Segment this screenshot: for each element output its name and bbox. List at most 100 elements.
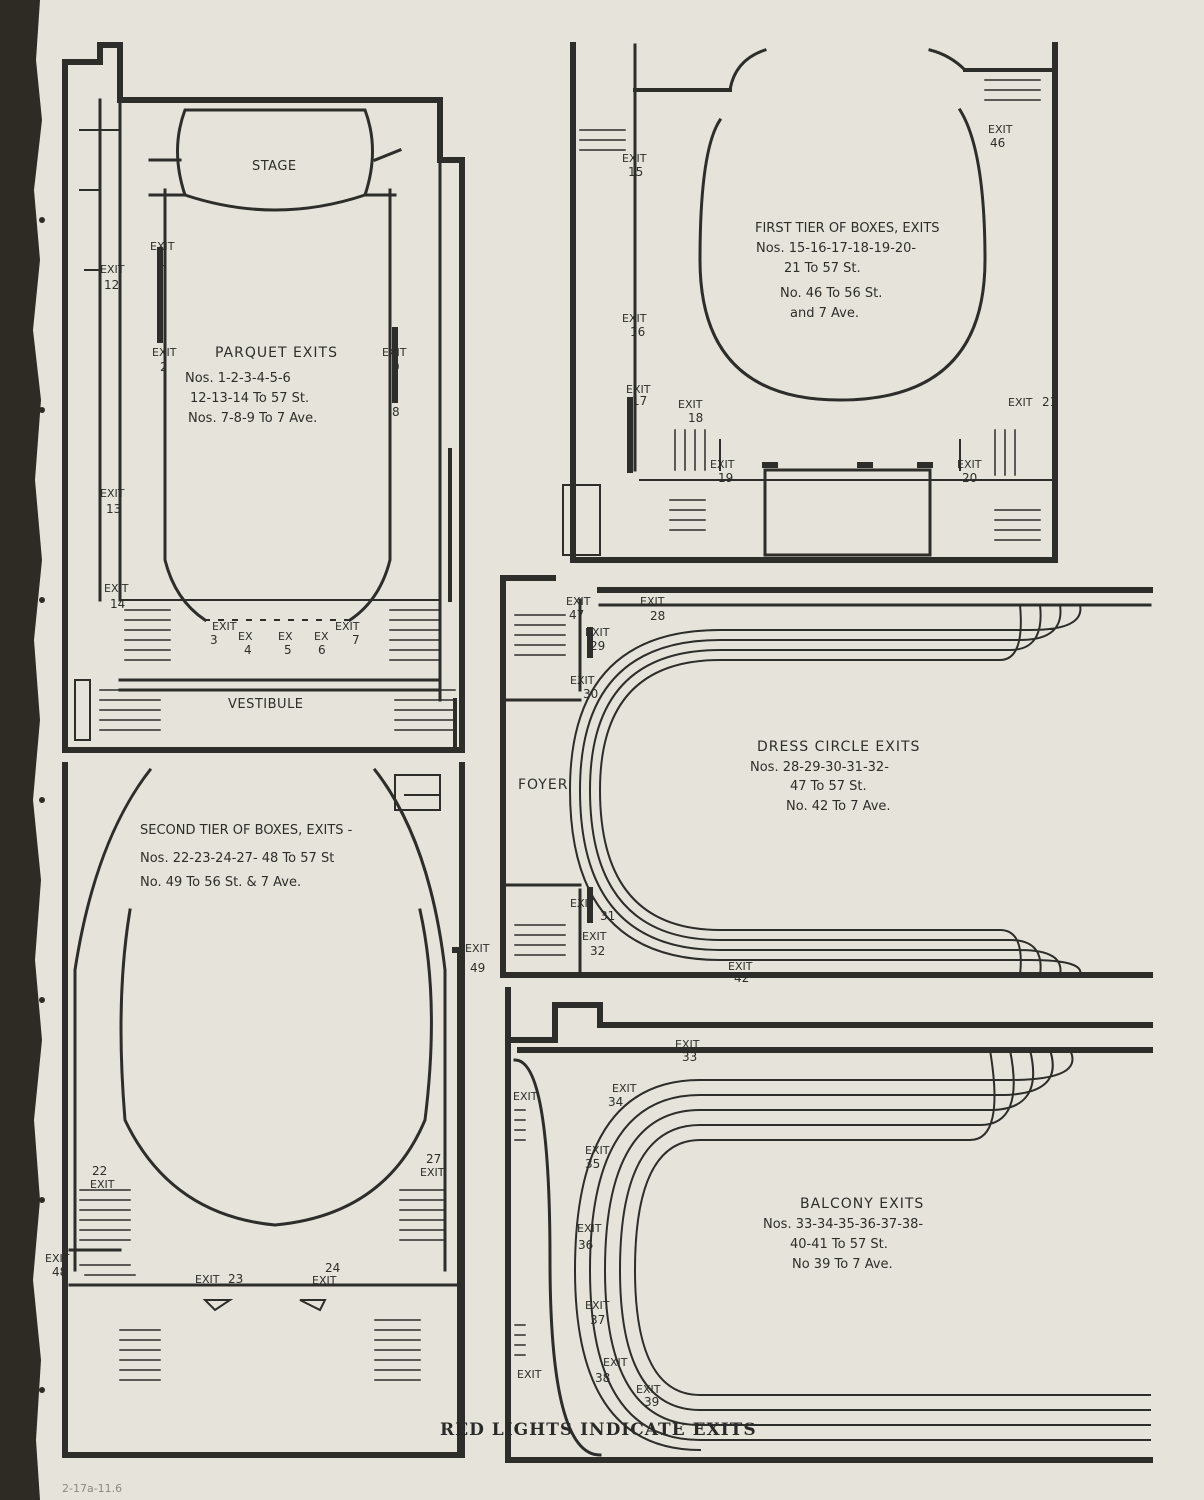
exit-word: EXIT — [582, 930, 607, 943]
binding-holes — [39, 217, 45, 1393]
exit-32: 32 — [590, 944, 605, 958]
exit-word: EXIT — [988, 123, 1013, 136]
dress-circle-rows — [568, 603, 1082, 977]
parquet-line-3: Nos. 7-8-9 To 7 Ave. — [188, 411, 317, 426]
exit-31: 31 — [600, 909, 615, 923]
exit-27: 27 — [426, 1152, 441, 1166]
exit-word: EXIT — [678, 398, 703, 411]
exit-7: 7 — [352, 633, 360, 647]
exit-word: EXIT — [212, 620, 237, 633]
exit-19: 19 — [718, 471, 733, 485]
balcony-labels: BALCONY EXITS Nos. 33-34-35-36-37-38- 40… — [513, 1038, 924, 1409]
parquet-line-1: Nos. 1-2-3-4-5-6 — [185, 371, 291, 386]
exit-word: EXIT — [585, 1144, 610, 1157]
exit-word: EXIT — [100, 263, 125, 276]
exit-word: EXIT — [710, 458, 735, 471]
exit-15: 15 — [628, 165, 643, 179]
exit-47: 47 — [569, 608, 584, 622]
parquet-plan — [62, 42, 465, 753]
stair-hatching — [514, 614, 566, 956]
balcony-line-4: No 39 To 7 Ave. — [792, 1257, 893, 1272]
second-tier-horseshoe — [119, 908, 433, 1227]
exit-17: 17 — [632, 394, 647, 408]
second-tier-plan — [62, 762, 465, 1458]
exit-18: 18 — [688, 411, 703, 425]
dress-circle-line-4: No. 42 To 7 Ave. — [786, 799, 891, 814]
exit-48: 48 — [52, 1265, 67, 1279]
exit-30: 30 — [583, 687, 598, 701]
stair-hatching — [579, 69, 1041, 541]
exit-8: 8 — [392, 405, 400, 419]
exit-3: 3 — [210, 633, 218, 647]
second-tier-line-2: Nos. 22-23-24-27- 48 To 57 St — [140, 851, 334, 866]
archive-note: 2-17a-11.6 — [62, 1482, 122, 1495]
exit-35: 35 — [585, 1157, 600, 1171]
exit-46: 46 — [990, 136, 1005, 150]
exit-word: EXIT — [104, 582, 129, 595]
first-tier-line-1: FIRST TIER OF BOXES, EXITS — [755, 221, 940, 236]
exit-word: EXIT — [100, 487, 125, 500]
balcony-line-2: Nos. 33-34-35-36-37-38- — [763, 1217, 923, 1232]
exit-word: EXIT — [570, 674, 595, 687]
exit-word: EXIT — [1008, 396, 1033, 409]
exit-word: EXIT — [603, 1356, 628, 1369]
exit-24: 24 — [325, 1261, 340, 1275]
exit-42: 42 — [734, 971, 749, 985]
exit-word: EXIT — [622, 152, 647, 165]
ex-word: EX — [278, 630, 293, 643]
first-tier-line-3: 21 To 57 St. — [784, 261, 861, 276]
exit-49: 49 — [470, 961, 485, 975]
exit-word: EXIT — [612, 1082, 637, 1095]
exit-word: EXIT — [640, 595, 665, 608]
exit-16: 16 — [630, 325, 645, 339]
first-tier-line-5: and 7 Ave. — [790, 306, 859, 321]
exit-38: 38 — [595, 1371, 610, 1385]
stair-hatching — [514, 1109, 526, 1356]
stage-label: STAGE — [252, 159, 297, 174]
exit-word: EXIT — [626, 383, 651, 396]
dress-circle-line-2: Nos. 28-29-30-31-32- — [750, 760, 889, 775]
exit-word: EXIT — [585, 626, 610, 639]
stage-outline — [176, 108, 374, 212]
exit-word: EXIT — [195, 1273, 220, 1286]
first-tier-horseshoe — [698, 107, 987, 402]
first-tier-line-2: Nos. 15-16-17-18-19-20- — [756, 241, 916, 256]
balcony-line-1: BALCONY EXITS — [800, 1196, 924, 1212]
exit-23: 23 — [228, 1272, 243, 1286]
exit-2: 2 — [160, 360, 168, 374]
balcony-line-3: 40-41 To 57 St. — [790, 1237, 888, 1252]
exit-word: EXIT — [622, 312, 647, 325]
parquet-title: PARQUET EXITS — [215, 345, 338, 361]
exit-20: 20 — [962, 471, 977, 485]
exit-13: 13 — [106, 502, 121, 516]
exit-word: EXIT — [577, 1222, 602, 1235]
balcony-rows — [573, 1048, 1151, 1452]
exit-word: EXIT — [465, 942, 490, 955]
exit-word: EXIT — [566, 595, 591, 608]
exit-word: EXIT — [420, 1166, 445, 1179]
ex-word: EX — [238, 630, 253, 643]
exit-word: EXIT — [45, 1252, 70, 1265]
exit-word: EXIT — [636, 1383, 661, 1396]
exit-word: EXIT — [570, 897, 595, 910]
torn-paper-edge — [0, 0, 42, 1500]
foyer-label: FOYER — [518, 777, 568, 793]
stair-hatching — [79, 1189, 446, 1381]
first-tier-labels: FIRST TIER OF BOXES, EXITS Nos. 15-16-17… — [622, 123, 1057, 485]
exit-word: EXIT — [513, 1090, 538, 1103]
exit-21: 21 — [1042, 395, 1057, 409]
second-tier-line-3: No. 49 To 56 St. & 7 Ave. — [140, 875, 301, 890]
exit-29: 29 — [590, 639, 605, 653]
exit-word: EXIT — [957, 458, 982, 471]
exit-1: 1 — [158, 255, 166, 269]
exit-6: 6 — [318, 643, 326, 657]
dress-circle-line-3: 47 To 57 St. — [790, 779, 867, 794]
first-tier-line-4: No. 46 To 56 St. — [780, 286, 882, 301]
exit-22: 22 — [92, 1164, 107, 1178]
exit-word: EXIT — [728, 960, 753, 973]
parquet-seating-outline — [163, 188, 392, 623]
exit-4: 4 — [244, 643, 252, 657]
exit-37: 37 — [590, 1313, 605, 1327]
exit-word: EXIT — [585, 1299, 610, 1312]
